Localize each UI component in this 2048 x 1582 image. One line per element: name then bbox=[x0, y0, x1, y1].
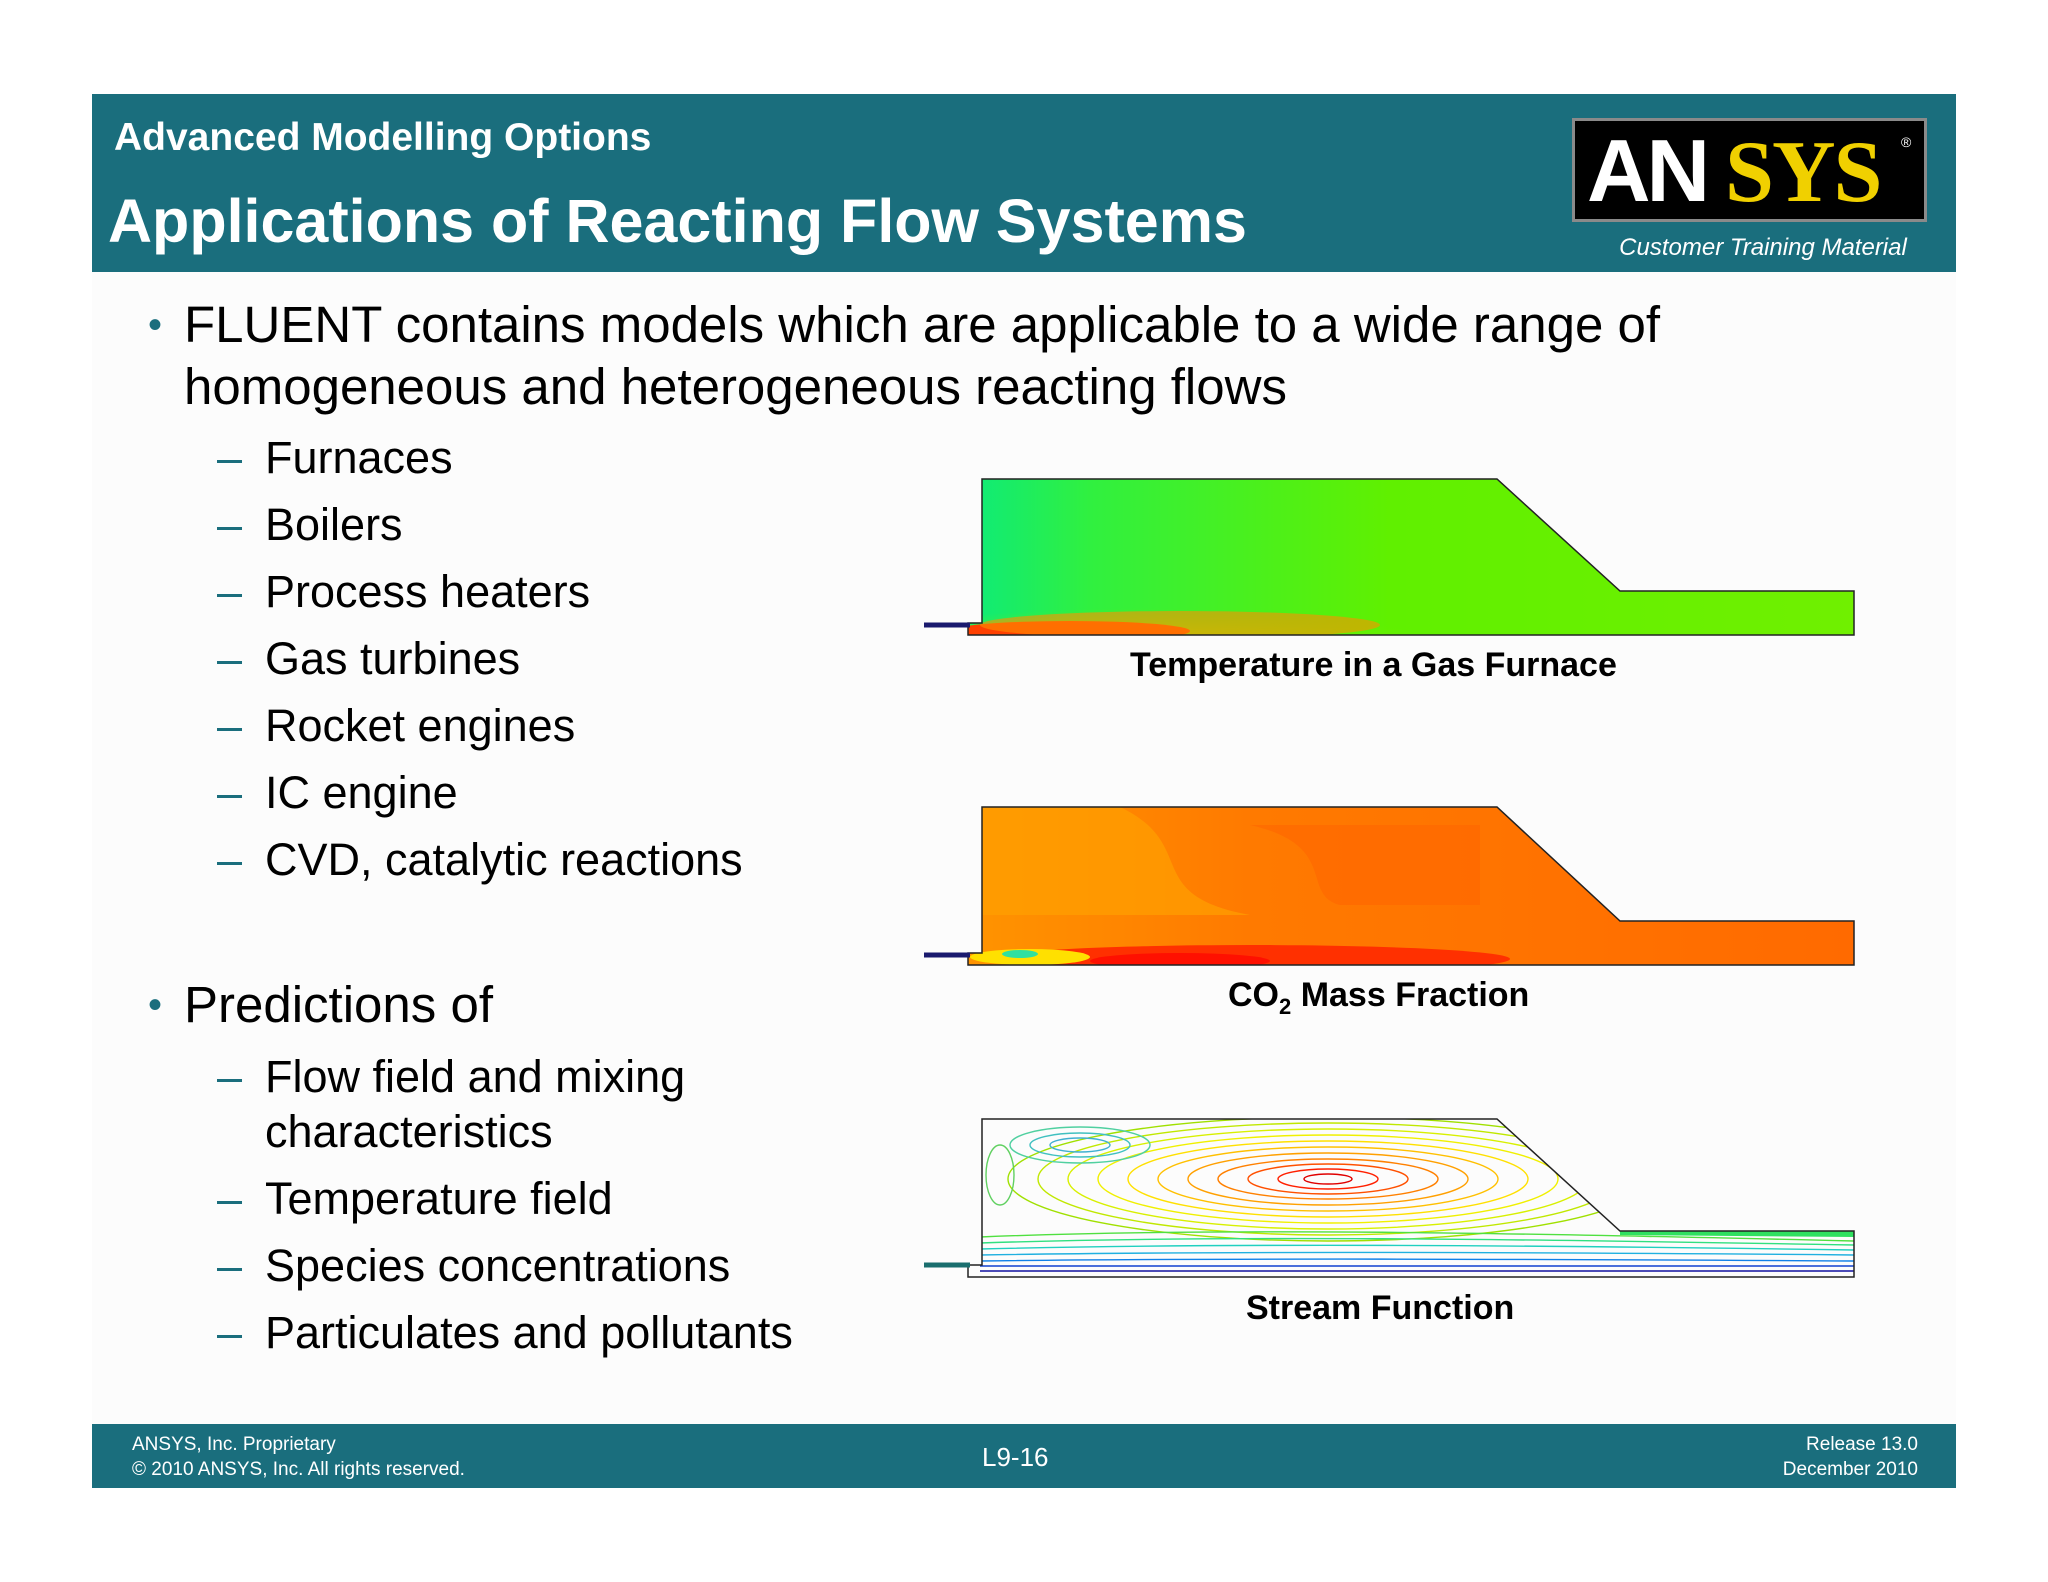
temperature-caption: Temperature in a Gas Furnace bbox=[1130, 646, 1617, 684]
bullet-dot: • bbox=[148, 983, 163, 1027]
list-item: –Furnaces bbox=[217, 430, 453, 485]
bullet-fluent-models: • FLUENT contains models which are appli… bbox=[148, 294, 1661, 418]
bullet-line: homogeneous and heterogeneous reacting f… bbox=[184, 358, 1287, 415]
list-item-text: Particulates and pollutants bbox=[265, 1307, 793, 1358]
footer-copyright: ANSYS, Inc. Proprietary © 2010 ANSYS, In… bbox=[132, 1432, 465, 1482]
dash-marker: – bbox=[217, 700, 243, 751]
list-item-continuation: characteristics bbox=[265, 1104, 553, 1159]
dash-marker: – bbox=[217, 566, 243, 617]
page-number: L9-16 bbox=[982, 1442, 1049, 1472]
list-item-text: characteristics bbox=[265, 1106, 553, 1157]
list-item-text: IC engine bbox=[265, 767, 458, 818]
co2-contour-plot bbox=[924, 806, 1855, 966]
list-item-text: Species concentrations bbox=[265, 1240, 731, 1291]
list-item-text: Gas turbines bbox=[265, 633, 521, 684]
section-title: Advanced Modelling Options bbox=[114, 116, 652, 159]
list-item-text: Boilers bbox=[265, 499, 403, 550]
footer-release: Release 13.0 December 2010 bbox=[1783, 1432, 1918, 1482]
stream-function-plot bbox=[924, 1118, 1855, 1278]
temperature-contour-plot bbox=[924, 478, 1855, 636]
bullet-predictions: • Predictions of bbox=[148, 974, 493, 1036]
list-item: –Boilers bbox=[217, 497, 403, 552]
footer-rights: © 2010 ANSYS, Inc. All rights reserved. bbox=[132, 1459, 465, 1480]
bullet-dot: • bbox=[148, 303, 163, 347]
bullet-line: FLUENT contains models which are applica… bbox=[184, 296, 1661, 353]
list-item: –Particulates and pollutants bbox=[217, 1305, 793, 1360]
dash-marker: – bbox=[217, 834, 243, 885]
list-item: –Rocket engines bbox=[217, 698, 576, 753]
svg-text:AN: AN bbox=[1587, 121, 1706, 219]
list-item-text: Flow field and mixing bbox=[265, 1051, 686, 1102]
list-item-text: CVD, catalytic reactions bbox=[265, 834, 743, 885]
slide-title: Applications of Reacting Flow Systems bbox=[108, 187, 1247, 255]
list-item: –CVD, catalytic reactions bbox=[217, 832, 743, 887]
list-item-text: Rocket engines bbox=[265, 700, 576, 751]
slide-footer: ANSYS, Inc. Proprietary © 2010 ANSYS, In… bbox=[92, 1424, 1956, 1488]
stream-caption: Stream Function bbox=[1246, 1289, 1515, 1327]
footer-release-date: December 2010 bbox=[1782, 1459, 1918, 1480]
dash-marker: – bbox=[217, 767, 243, 818]
customer-training-label: Customer Training Material bbox=[1619, 234, 1907, 261]
dash-marker: – bbox=[217, 633, 243, 684]
slide-background bbox=[92, 94, 1956, 1488]
dash-marker: – bbox=[217, 499, 243, 550]
dash-marker: – bbox=[217, 1051, 243, 1102]
co2-caption: CO2 Mass Fraction bbox=[1228, 976, 1529, 1020]
list-item-text: Furnaces bbox=[265, 432, 453, 483]
list-item-text: Temperature field bbox=[265, 1173, 613, 1224]
svg-text:®: ® bbox=[1901, 134, 1912, 150]
slide-header: Advanced Modelling Options Applications … bbox=[92, 94, 1956, 272]
list-item: –Process heaters bbox=[217, 564, 591, 619]
dash-marker: – bbox=[217, 1173, 243, 1224]
ansys-logo: AN SYS ® bbox=[1572, 118, 1927, 222]
bullet-line: Predictions of bbox=[184, 976, 493, 1033]
list-item: –Flow field and mixing bbox=[217, 1049, 686, 1104]
list-item: –Species concentrations bbox=[217, 1238, 731, 1293]
footer-proprietary: ANSYS, Inc. Proprietary bbox=[132, 1434, 336, 1455]
dash-marker: – bbox=[217, 1307, 243, 1358]
dash-marker: – bbox=[217, 1240, 243, 1291]
co2-caption-subscript: 2 bbox=[1279, 993, 1292, 1019]
dash-marker: – bbox=[217, 432, 243, 483]
list-item-text: Process heaters bbox=[265, 566, 591, 617]
list-item: –IC engine bbox=[217, 765, 458, 820]
list-item: –Temperature field bbox=[217, 1171, 613, 1226]
co2-caption-main: CO bbox=[1228, 976, 1279, 1014]
co2-caption-rest: Mass Fraction bbox=[1291, 976, 1530, 1014]
footer-release-version: Release 13.0 bbox=[1806, 1434, 1918, 1455]
list-item: –Gas turbines bbox=[217, 631, 521, 686]
svg-text:SYS: SYS bbox=[1725, 124, 1880, 219]
